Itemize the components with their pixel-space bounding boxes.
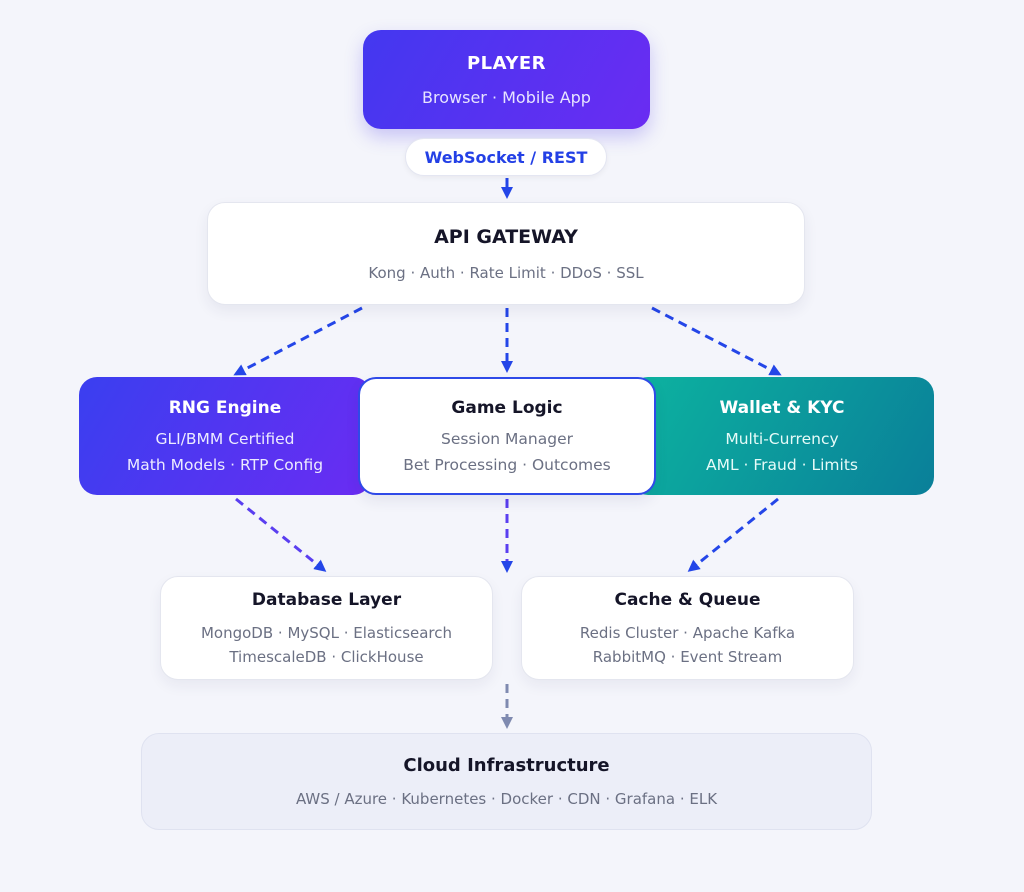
database-line1: MongoDB · MySQL · Elasticsearch xyxy=(200,624,453,642)
api-gateway-node: API GATEWAY Kong · Auth · Rate Limit · D… xyxy=(207,202,805,305)
cache-queue-node: Cache & Queue Redis Cluster · Apache Kaf… xyxy=(521,576,854,680)
logic-line1: Session Manager xyxy=(440,430,573,448)
gateway-title: API GATEWAY xyxy=(434,225,578,248)
database-layer-node: Database Layer MongoDB · MySQL · Elastic… xyxy=(160,576,493,680)
player-node: PLAYER Browser · Mobile App xyxy=(363,30,650,129)
arrow-wallet-to-cache xyxy=(687,497,779,572)
cloud-title: Cloud Infrastructure xyxy=(403,755,610,776)
wallet-line1: Multi-Currency xyxy=(725,430,839,448)
arrow-gateway-to-wallet xyxy=(651,306,782,376)
cloud-infrastructure-node: Cloud Infrastructure AWS / Azure · Kuber… xyxy=(141,733,872,830)
rng-line1: GLI/BMM Certified xyxy=(155,430,295,448)
logic-line2: Bet Processing · Outcomes xyxy=(403,456,611,474)
protocol-badge: WebSocket / REST xyxy=(405,138,607,176)
wallet-line2: AML · Fraud · Limits xyxy=(706,456,858,474)
rng-title: RNG Engine xyxy=(168,398,282,418)
rng-line2: Math Models · RTP Config xyxy=(126,456,324,474)
database-line2: TimescaleDB · ClickHouse xyxy=(229,648,424,666)
database-title: Database Layer xyxy=(251,590,402,610)
cache-line2: RabbitMQ · Event Stream xyxy=(592,648,783,666)
arrow-rng-to-database xyxy=(235,497,327,572)
wallet-title: Wallet & KYC xyxy=(719,398,845,418)
logic-title: Game Logic xyxy=(451,398,563,418)
wallet-kyc-node: Wallet & KYC Multi-Currency AML · Fraud … xyxy=(630,377,934,495)
gateway-subtitle: Kong · Auth · Rate Limit · DDoS · SSL xyxy=(368,263,644,282)
cloud-subtitle: AWS / Azure · Kubernetes · Docker · CDN … xyxy=(295,790,718,808)
player-subtitle: Browser · Mobile App xyxy=(422,87,591,107)
arrow-gateway-to-rng xyxy=(233,306,363,376)
cache-line1: Redis Cluster · Apache Kafka xyxy=(579,624,796,642)
game-logic-node: Game Logic Session Manager Bet Processin… xyxy=(358,377,656,495)
cache-title: Cache & Queue xyxy=(614,590,761,610)
rng-engine-node: RNG Engine GLI/BMM Certified Math Models… xyxy=(79,377,371,495)
player-title: PLAYER xyxy=(466,52,547,74)
